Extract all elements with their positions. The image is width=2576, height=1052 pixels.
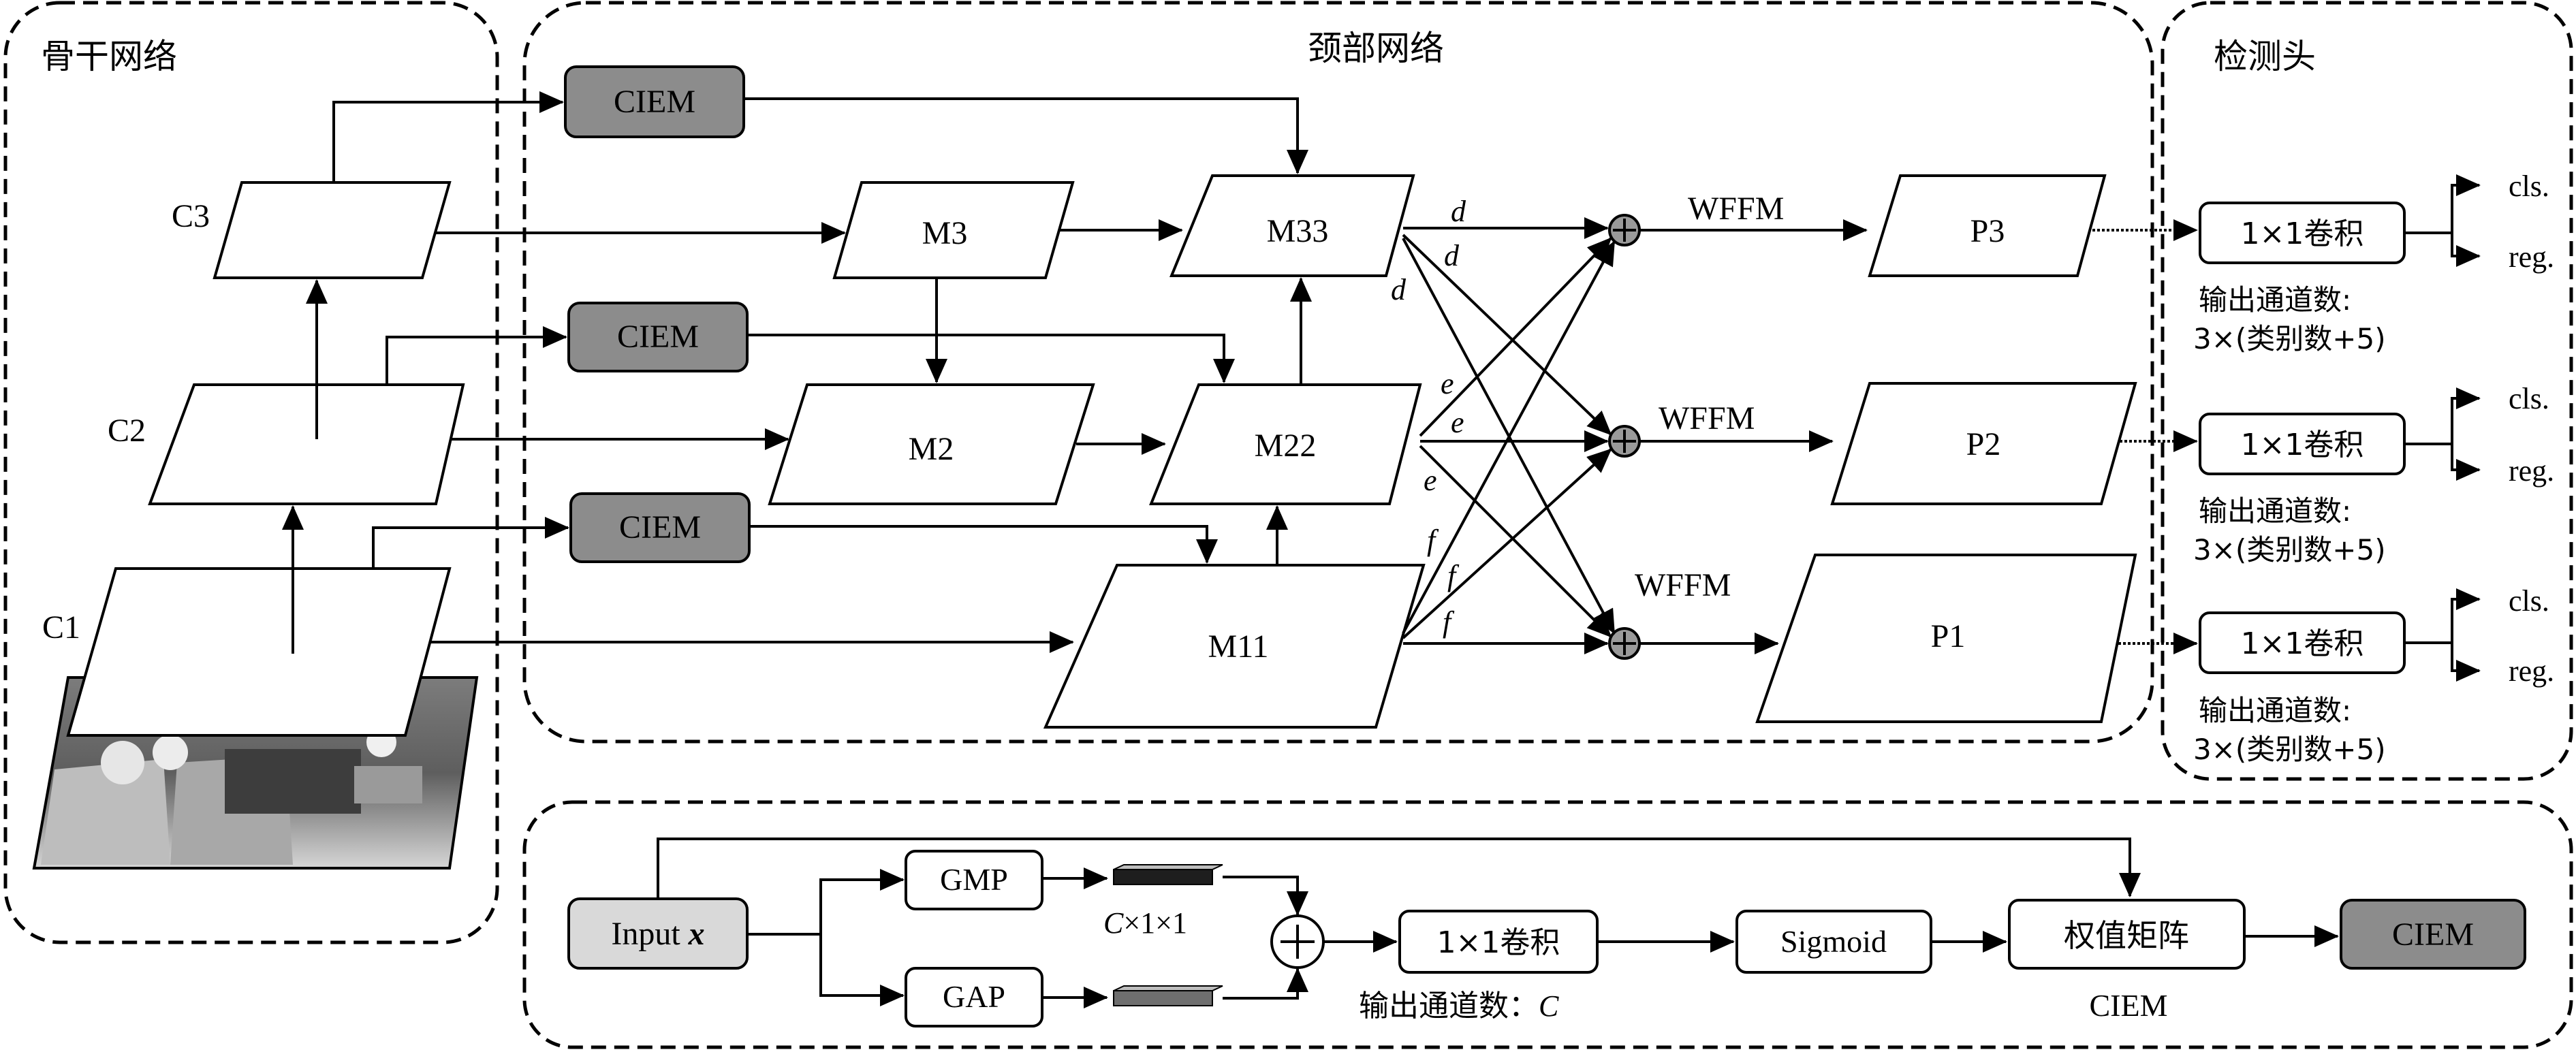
c3-to-ciem-top — [332, 91, 564, 182]
wffm-label-p3: WFFM — [1688, 191, 1784, 227]
sigmoid-label: Sigmoid — [1780, 924, 1887, 959]
gap-vector-to-add — [1223, 968, 1308, 1000]
reg-output: reg. — [2509, 240, 2554, 274]
weight-matrix-label: 权值矩阵 — [2064, 917, 2189, 954]
gmp-vector-to-add — [1223, 876, 1308, 916]
c1-to-ciem-bot — [372, 517, 569, 569]
gap-label: GAP — [943, 979, 1005, 1014]
ciem-bot-to-m11 — [749, 525, 1218, 564]
wffm-label-p1: WFFM — [1635, 567, 1731, 603]
out-channel-label: 输出通道数: — [2199, 283, 2351, 317]
edge-label-f: f — [1443, 605, 1455, 639]
conv-label: 1×1卷积 — [2241, 428, 2364, 462]
out-channel-value: 3×(类别数+5) — [2193, 733, 2386, 766]
m22-label: M22 — [1255, 428, 1317, 464]
gmp-vector — [1113, 864, 1223, 885]
ciem-top-box — [564, 65, 745, 138]
m11-label: M11 — [1208, 628, 1269, 665]
fusion-node-p2 — [1608, 425, 1641, 458]
ciem-module-region — [522, 800, 2573, 1049]
head-branch-3: 1×1卷积 cls. reg. 输出通道数: 3×(类别数+5) — [2193, 584, 2554, 766]
m33-node — [1169, 174, 1415, 277]
split-to-gap — [819, 934, 905, 1006]
c2-feature — [148, 383, 465, 505]
ciem-output-label: CIEM — [2392, 916, 2474, 953]
edge-label-e: e — [1441, 367, 1454, 400]
ciem-conv-label: 1×1卷积 — [1437, 925, 1560, 960]
out-channel-label: 输出通道数: — [2199, 494, 2351, 528]
m11-node — [1043, 564, 1426, 729]
edge-m11-p3 — [1402, 240, 1616, 634]
split-to-gmp — [819, 869, 905, 934]
wffm-label-p2: WFFM — [1659, 400, 1755, 436]
p1-node — [1755, 554, 2137, 723]
edge-label-d: d — [1451, 195, 1466, 228]
cls-output: cls. — [2509, 584, 2549, 618]
weight-matrix-caption: CIEM — [2090, 988, 2168, 1023]
m3-node — [832, 181, 1075, 279]
gmp-box — [905, 850, 1043, 910]
edge-label-e: e — [1424, 464, 1437, 497]
backbone-title: 骨干网络 — [41, 37, 177, 76]
gap-vector — [1113, 985, 1223, 1006]
neck-title: 颈部网络 — [1308, 29, 1444, 68]
cls-output: cls. — [2509, 382, 2549, 415]
m2-node — [768, 383, 1095, 505]
p2-node — [1830, 382, 2137, 505]
edge-m11-p2 — [1402, 448, 1612, 639]
edge-m22-p3 — [1419, 237, 1612, 437]
p3-node — [1868, 174, 2107, 277]
head-region — [2161, 1, 2573, 781]
gmp-label: GMP — [940, 862, 1008, 897]
ciem-mid-box — [567, 302, 749, 372]
ciem-output-box — [2340, 899, 2526, 970]
weight-matrix-box — [2008, 899, 2246, 970]
reg-output: reg. — [2509, 454, 2554, 488]
ciem-mid-label: CIEM — [617, 319, 699, 355]
head-branch-2: 1×1卷积 cls. reg. 输出通道数: 3×(类别数+5) — [2193, 382, 2554, 567]
c2-to-ciem-mid — [386, 326, 567, 385]
edge-label-d: d — [1444, 239, 1460, 272]
conv-label: 1×1卷积 — [2241, 217, 2364, 251]
edge-label-e: e — [1451, 406, 1464, 439]
m3-label: M3 — [922, 215, 968, 251]
c1-label: C1 — [42, 609, 80, 645]
ciem-conv-caption: 输出通道数：C — [1359, 989, 1559, 1023]
p3-label: P3 — [1970, 213, 2005, 249]
out-channel-label: 输出通道数: — [2199, 694, 2351, 727]
edge-m33-p2 — [1402, 234, 1612, 436]
add-node — [1270, 914, 1325, 969]
fusion-node-p3 — [1608, 214, 1641, 246]
edge-label-f: f — [1427, 524, 1439, 557]
p1-label: P1 — [1931, 618, 1966, 654]
vector-dims: C×1×1 — [1103, 906, 1187, 940]
edge-label-d: d — [1391, 273, 1407, 306]
edge-m22-p1 — [1419, 445, 1612, 638]
m33-label: M33 — [1267, 213, 1329, 249]
conv-label: 1×1卷积 — [2241, 626, 2364, 661]
m2-label: M2 — [909, 431, 954, 467]
reg-output: reg. — [2509, 654, 2554, 688]
cls-output: cls. — [2509, 170, 2549, 203]
head-title: 检测头 — [2214, 37, 2316, 76]
ciem-top-label: CIEM — [614, 84, 695, 120]
ciem-bot-label: CIEM — [619, 509, 701, 545]
c3-feature — [213, 181, 452, 279]
m22-node — [1149, 383, 1422, 505]
neck-region — [522, 1, 2154, 744]
input-skip-connection — [657, 838, 2141, 899]
head-branch-1: 1×1卷积 cls. reg. 输出通道数: 3×(类别数+5) — [2193, 170, 2554, 355]
out-channel-value: 3×(类别数+5) — [2193, 533, 2386, 567]
backbone-region — [3, 1, 499, 944]
c2-label: C2 — [108, 413, 146, 449]
p2-label: P2 — [1966, 426, 2001, 462]
out-channel-value: 3×(类别数+5) — [2193, 322, 2386, 355]
ciem-mid-to-m22 — [747, 334, 1235, 383]
ciem-top-to-m33 — [744, 97, 1308, 174]
input-x-label: Input x — [611, 916, 704, 952]
c3-label: C3 — [172, 198, 210, 234]
c1-feature — [66, 567, 452, 737]
